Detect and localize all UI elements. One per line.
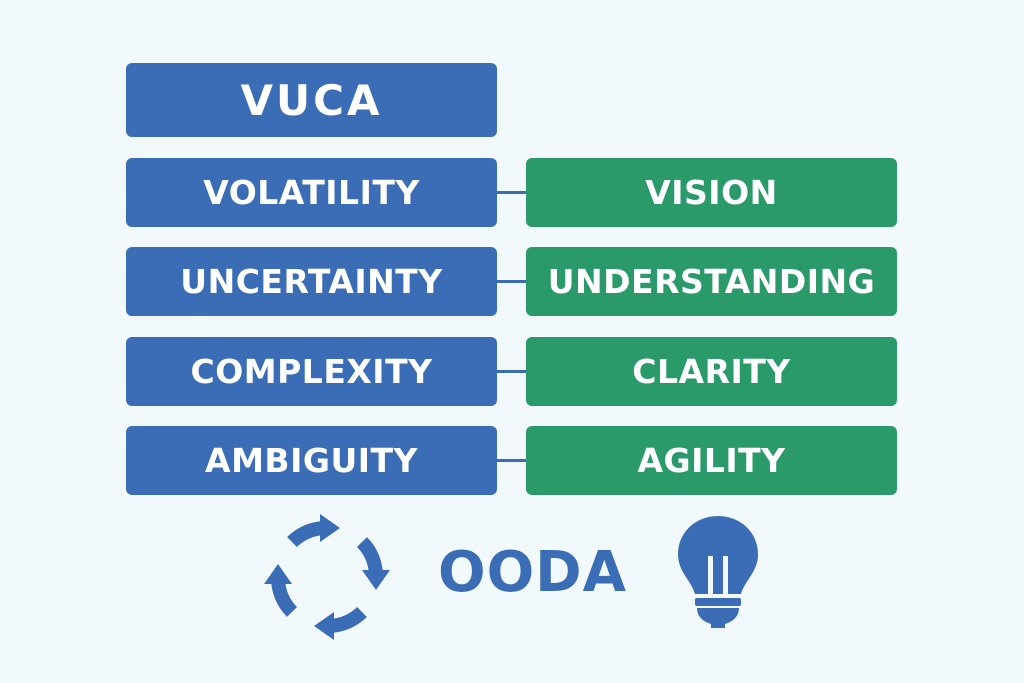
cycle-arrows-icon: [264, 514, 390, 640]
vuca-ambiguity: AMBIGUITY: [126, 426, 497, 495]
connector-line: [497, 191, 526, 194]
response-clarity: CLARITY: [526, 337, 897, 406]
connector-line: [497, 280, 526, 283]
response-vision: VISION: [526, 158, 897, 227]
ooda-label: OODA: [437, 540, 628, 605]
vuca-complexity: COMPLEXITY: [126, 337, 497, 406]
vuca-volatility: VOLATILITY: [126, 158, 497, 227]
connector-line: [497, 370, 526, 373]
vuca-title: VUCA: [126, 63, 497, 137]
connector-line: [497, 459, 526, 462]
response-agility: AGILITY: [526, 426, 897, 495]
vuca-uncertainty: UNCERTAINTY: [126, 247, 497, 316]
response-understanding: UNDERSTANDING: [526, 247, 897, 316]
lightbulb-icon: [678, 516, 758, 628]
